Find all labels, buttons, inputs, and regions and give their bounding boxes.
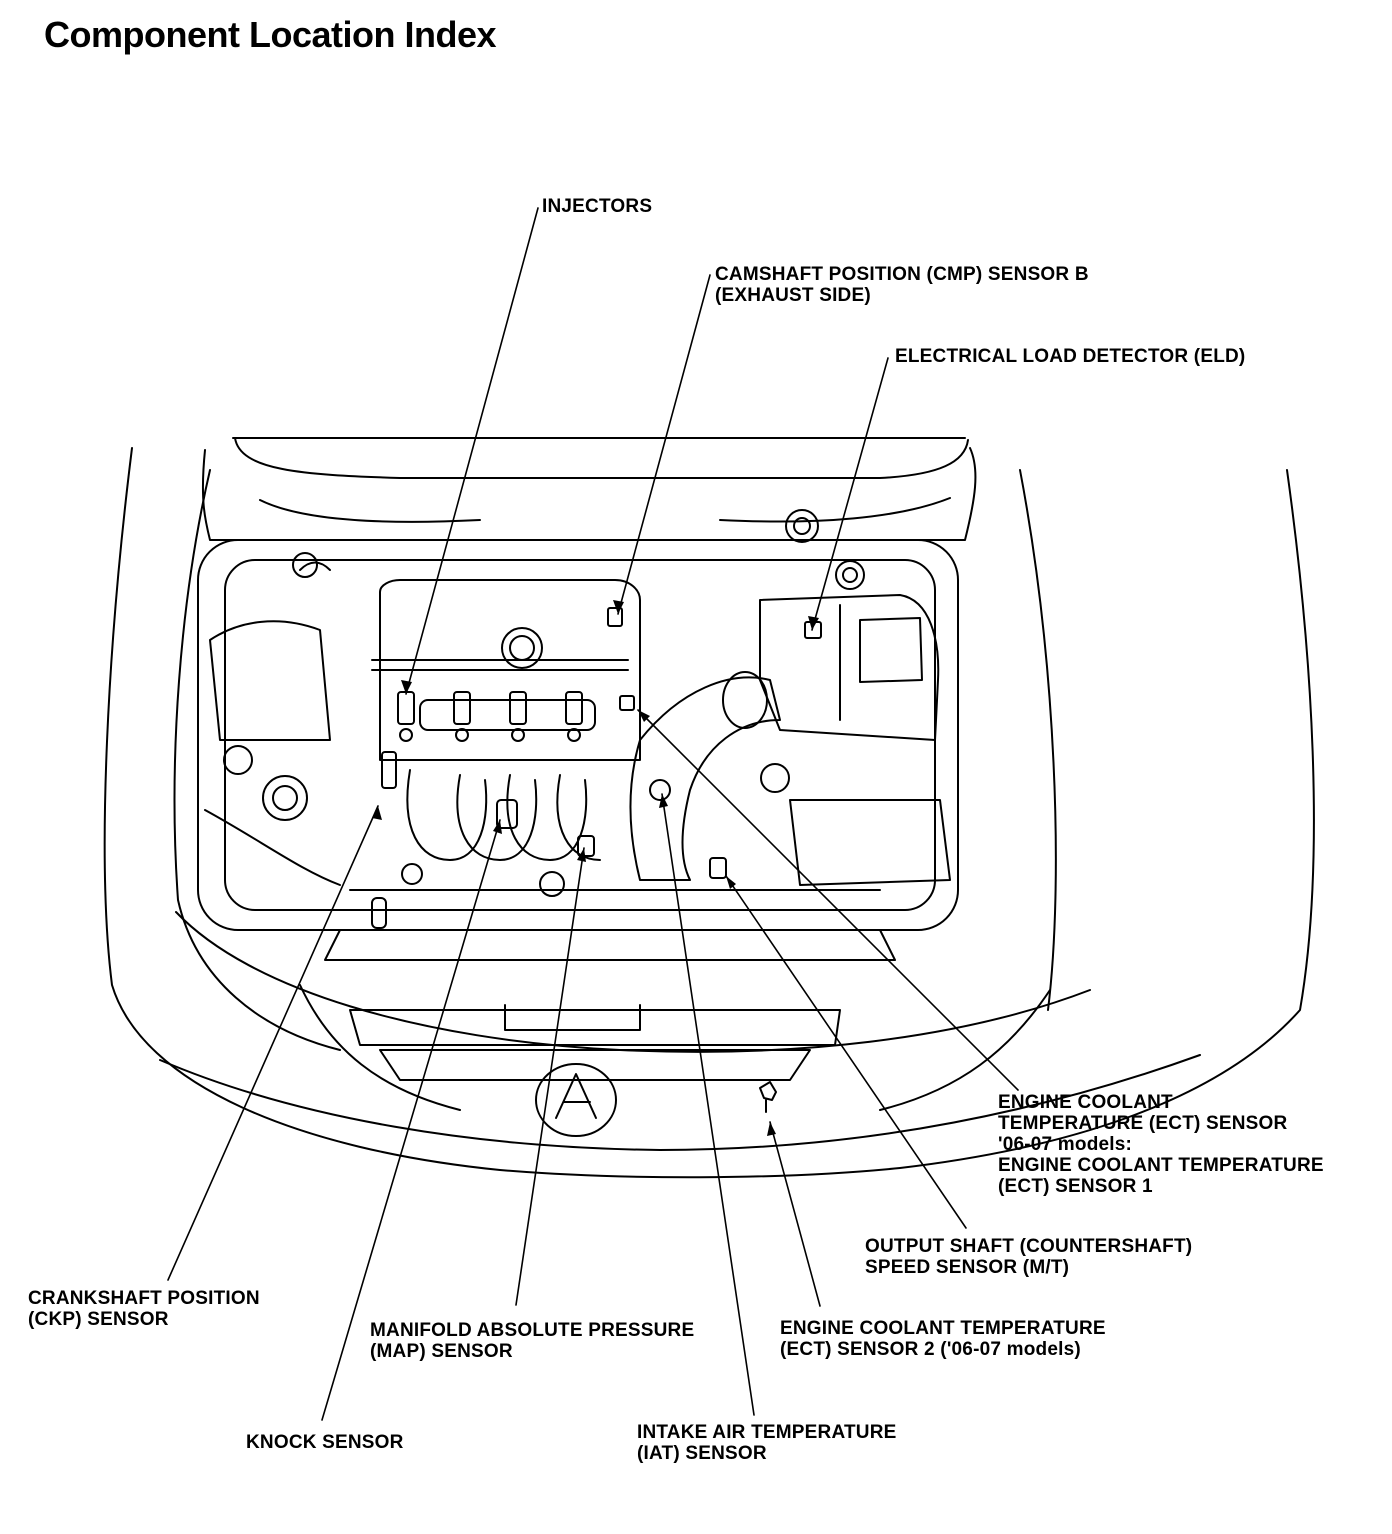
- leader-ckp-sensor: [167, 805, 379, 1281]
- label-injectors: INJECTORS: [542, 196, 652, 217]
- label-line: INJECTORS: [542, 196, 653, 217]
- right-components: [577, 509, 951, 886]
- leader-knock-sensor: [321, 819, 501, 1421]
- leader-eld: [811, 357, 889, 631]
- label-line: (ECT) SENSOR 2 ('06-07 models): [780, 1339, 1081, 1360]
- leader-arrowheads: [372, 600, 819, 1136]
- label-line: MANIFOLD ABSOLUTE PRESSURE: [370, 1320, 695, 1341]
- label-ckp-sensor: CRANKSHAFT POSITION (CKP) SENSOR: [28, 1288, 260, 1330]
- label-output-shaft: OUTPUT SHAFT (COUNTERSHAFT) SPEED SENSOR…: [865, 1236, 1192, 1278]
- ect-sensor-2-glyph: [759, 1081, 777, 1113]
- label-line: KNOCK SENSOR: [246, 1432, 404, 1453]
- front-grille: [299, 984, 1051, 1137]
- label-line: (CKP) SENSOR: [28, 1309, 169, 1330]
- label-line: TEMPERATURE (ECT) SENSOR: [998, 1113, 1288, 1134]
- label-line: SPEED SENSOR (M/T): [865, 1257, 1070, 1278]
- label-line: ELECTRICAL LOAD DETECTOR (ELD): [895, 346, 1246, 367]
- label-line: ENGINE COOLANT TEMPERATURE: [780, 1318, 1106, 1339]
- label-line: OUTPUT SHAFT (COUNTERSHAFT): [865, 1236, 1193, 1257]
- label-line: ENGINE COOLANT: [998, 1092, 1173, 1113]
- leader-ect-sensor-2: [769, 1121, 821, 1307]
- leader-ect-sensor: [637, 709, 1019, 1091]
- leader-map-sensor: [515, 847, 585, 1306]
- label-line: INTAKE AIR TEMPERATURE: [637, 1422, 897, 1443]
- label-line: CRANKSHAFT POSITION: [28, 1288, 260, 1309]
- label-knock-sensor: KNOCK SENSOR: [246, 1432, 404, 1453]
- label-line: (MAP) SENSOR: [370, 1341, 513, 1362]
- label-ect-sensor-2: ENGINE COOLANT TEMPERATURE (ECT) SENSOR …: [780, 1318, 1106, 1360]
- label-map-sensor: MANIFOLD ABSOLUTE PRESSURE (MAP) SENSOR: [370, 1320, 694, 1362]
- label-line: (ECT) SENSOR 1: [998, 1176, 1153, 1197]
- air-intake: [629, 594, 940, 881]
- left-components: [204, 552, 397, 929]
- label-line: (IAT) SENSOR: [637, 1443, 767, 1464]
- label-eld: ELECTRICAL LOAD DETECTOR (ELD): [895, 346, 1245, 367]
- leader-output-shaft: [725, 875, 967, 1229]
- page-title: Component Location Index: [44, 14, 497, 55]
- leader-iat-sensor: [661, 793, 755, 1416]
- leader-lines: [167, 207, 1019, 1421]
- label-line: (EXHAUST SIDE): [715, 285, 871, 306]
- vehicle-body-outline: [103, 437, 1315, 1179]
- intake-manifold: [401, 769, 601, 897]
- leader-cmp-sensor-b: [617, 274, 711, 615]
- label-line: '06-07 models:: [998, 1134, 1133, 1155]
- leader-injectors: [405, 207, 539, 695]
- label-iat-sensor: INTAKE AIR TEMPERATURE (IAT) SENSOR: [637, 1422, 897, 1464]
- label-ect-sensor: ENGINE COOLANT TEMPERATURE (ECT) SENSOR …: [998, 1092, 1324, 1197]
- engine-bay: [197, 539, 959, 961]
- valve-cover: [371, 579, 641, 761]
- label-line: CAMSHAFT POSITION (CMP) SENSOR B: [715, 264, 1089, 285]
- label-line: ENGINE COOLANT TEMPERATURE: [998, 1155, 1324, 1176]
- label-cmp-sensor-b: CAMSHAFT POSITION (CMP) SENSOR B (EXHAUS…: [715, 264, 1089, 306]
